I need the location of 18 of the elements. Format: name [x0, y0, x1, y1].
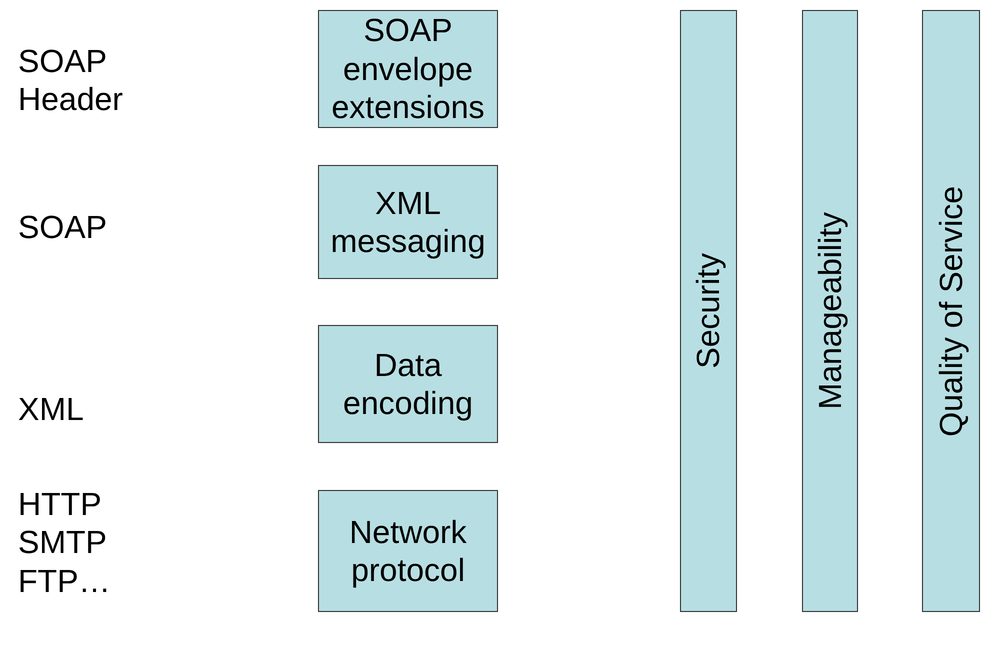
- layer-box: [318, 165, 498, 279]
- vertical-bar: [802, 10, 858, 612]
- protocol-label: XML: [18, 390, 85, 428]
- protocol-label: SOAP: [18, 208, 108, 246]
- protocol-label: SOAP Header: [18, 42, 124, 119]
- layer-label: Data encoding: [342, 346, 474, 422]
- vertical-bar: [680, 10, 737, 612]
- layer-box: [318, 10, 498, 128]
- layer-label: Security: [689, 253, 728, 369]
- layer-label: Quality of Service: [932, 186, 970, 436]
- protocol-label: HTTP SMTP FTP…: [18, 485, 112, 600]
- layer-label: Manageability: [810, 212, 849, 410]
- layer-label: XML messaging: [330, 184, 486, 260]
- layer-label: SOAP envelope extensions: [330, 11, 486, 127]
- layer-box: [318, 490, 498, 612]
- vertical-bar: [922, 10, 980, 612]
- layer-box: [318, 325, 498, 443]
- layer-label: Network protocol: [348, 512, 468, 590]
